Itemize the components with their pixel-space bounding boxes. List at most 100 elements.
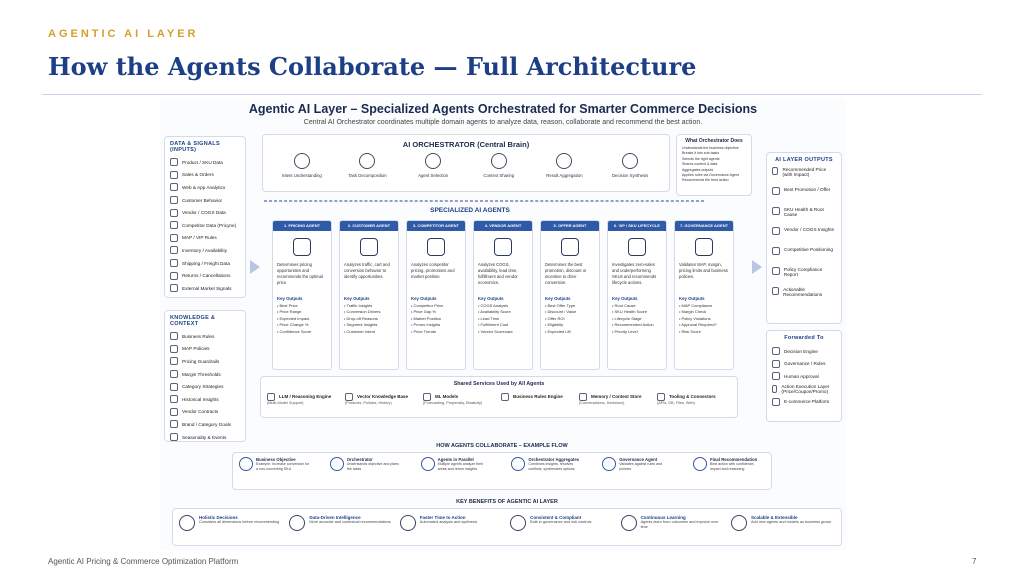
agent-output: Best Price [277,303,327,309]
output-item-icon [772,207,780,215]
benefit-icon [289,515,306,531]
output-item: Actionable Recommendations [772,287,836,307]
orchestrator-capability: Result Aggregation [539,153,589,178]
flow-step-title: Final Recommendation [709,457,758,462]
orchestrator-capability-icon [359,153,376,169]
output-item-label: SKU Health & Root Cause [783,207,824,217]
agent-key-outputs-label: Key Outputs [411,296,437,301]
agent-output: Customer Intent [344,329,394,335]
agent-output: Confidence Score [277,329,327,335]
data-signal-item-label: Shipping / Freight Data [182,260,230,266]
data-signal-item: Inventory / Availability [170,244,240,257]
data-signal-item: Vendor / COGS Data [170,206,240,219]
orchestrator-capability: Task Decomposition [342,153,392,178]
agent-description: Investigates zero-sales and underperform… [612,262,657,285]
agent-output: Promo Insights [411,322,461,328]
title-divider [42,94,982,95]
knowledge-item-label: Brand / Category Goals [182,421,231,427]
input-arrow-icon [250,260,260,274]
forwarded-item-label: E-commerce Platform [784,399,830,405]
agent-key-outputs-label: Key Outputs [344,296,370,301]
flow-step-desc: Multiple agents analyze their areas and … [437,462,484,472]
data-signal-item-icon [170,183,178,192]
benefits-panel: KEY BENEFITS OF AGENTIC AI LAYER Holisti… [172,499,842,546]
forwarded-item-icon [772,397,780,406]
shared-service-name: ML Models [435,394,459,400]
data-signal-item: Product / SKU Data [170,156,240,169]
data-signals-panel: DATA & SIGNALS (Inputs) Product / SKU Da… [164,136,246,298]
data-signal-item-icon [170,196,178,205]
agent-output: Lead Time [478,316,528,322]
flow-step-title: Governance Agent [619,457,658,462]
agent-output: Policy Violations [679,316,729,322]
shared-service-icon [501,393,509,401]
orchestrator-capability-icon [425,153,442,169]
agent-description: Analyzes traffic, cart and conversion be… [344,262,390,279]
benefit-title: Holistic Decisions [199,515,238,520]
agent-icon [360,238,378,256]
agent-name: 3. COMPETITOR AGENT [407,221,465,231]
data-signal-item-label: External Market Signals [182,285,232,291]
output-item-label: Best Promotion / Offer [784,187,831,192]
flow-step-title: Orchestrator Aggregates [528,457,580,462]
agent-output: Vendor Scorecard [478,329,528,335]
knowledge-item-label: Seasonality & Events [182,434,227,440]
agent-output: Availability Score [478,309,528,315]
knowledge-item-icon [170,382,178,391]
agent-description: Validates MAP, margin, pricing limits an… [679,262,728,279]
knowledge-item-icon [170,433,178,442]
knowledge-item-icon [170,407,178,416]
agent-icon [695,238,713,256]
flow-heading: HOW AGENTS COLLABORATE – EXAMPLE FLOW [436,443,568,449]
orchestrator-capability-label: Context Sharing [483,173,515,178]
benefit-desc: Considers all dimensions before recommen… [199,520,280,524]
benefit-icon [730,515,747,531]
diagram-subtitle: Central AI Orchestrator coordinates mult… [303,119,703,126]
agent-output: Priority Level [612,329,662,335]
shared-service-name: Business Rules Engine [513,394,563,400]
shared-service-detail: (Multi-Model Support) [267,401,304,405]
output-item: SKU Health & Root Cause [772,207,836,227]
data-signal-item-label: Returns / Cancellations [182,273,231,279]
flow-step-title: Agents in Parallel [437,457,474,462]
agent-output: COGS Analysis [478,303,528,309]
benefit-icon [620,515,637,531]
flow-step-desc: Combines insights, resolves conflicts, s… [528,462,575,472]
orchestrator-capability-icon [490,153,507,169]
benefits-heading: KEY BENEFITS OF AGENTIC AI LAYER [456,499,558,505]
output-item: Competitive Positioning [772,247,836,267]
knowledge-item-icon [170,344,178,353]
specialized-agents-heading: SPECIALIZED AI AGENTS [430,207,510,214]
agent-output: Recommended Action [612,322,662,328]
flow-step-desc: Understands objective and plans the task… [346,462,399,472]
output-item-icon [772,227,780,235]
agent-outputs-list: Best Offer TypeDiscount / ValueOffer ROI… [541,303,599,335]
shared-service: Business Rules Engine [501,393,575,405]
knowledge-item-icon [170,420,178,429]
orchestrator-duties-heading: What Orchestrator Does [685,138,743,144]
flow-step-title: Orchestrator [346,457,373,462]
knowledge-item: Brand / Category Goals [170,418,240,431]
forwarded-item-label: Human Approval [784,373,819,379]
data-signal-item: Competitor Data (Pricyne) [170,219,240,232]
data-signal-item-label: Sales & Orders [182,172,214,178]
forwarded-item-icon [772,359,780,368]
data-signal-item-icon [170,271,178,280]
agent-key-outputs-label: Key Outputs [612,296,638,301]
output-item: Vendor / COGS Insights [772,227,836,247]
data-signal-item-label: Customer Behavior [182,197,223,203]
agent-outputs-list: MAP ComplianceMargin CheckPolicy Violati… [675,303,733,335]
diagram-title: Agentic AI Layer – Specialized Agents Or… [248,102,758,116]
